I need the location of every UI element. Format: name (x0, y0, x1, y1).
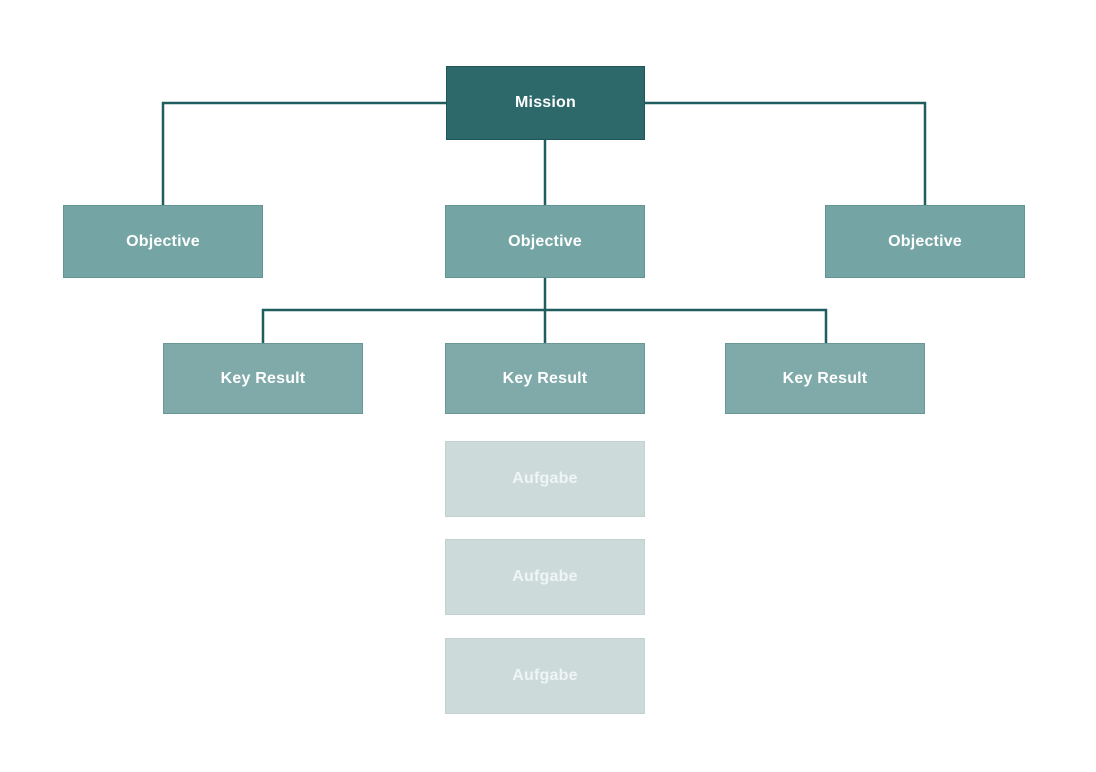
objective-node-center: Objective (445, 205, 645, 278)
mission-label: Mission (515, 94, 576, 111)
key-result-label: Key Result (220, 369, 306, 387)
mission-node: Mission (446, 66, 645, 140)
key-result-node-left: Key Result (163, 343, 363, 414)
connector-keyresult-bus (261, 308, 828, 344)
task-label: Aufgabe (512, 667, 578, 684)
objective-label: Objective (126, 232, 200, 250)
connector-mission-objective-right (645, 101, 927, 206)
objective-node-right: Objective (825, 205, 1025, 278)
key-result-label: Key Result (782, 369, 868, 387)
key-result-node-center: Key Result (445, 343, 645, 414)
objective-label: Objective (508, 232, 582, 250)
task-node-1: Aufgabe (445, 441, 645, 517)
key-result-node-right: Key Result (725, 343, 925, 414)
task-label: Aufgabe (512, 470, 578, 487)
key-result-label: Key Result (502, 369, 588, 387)
connector-mission-objective-left (161, 101, 446, 206)
objective-node-left: Objective (63, 205, 263, 278)
task-node-2: Aufgabe (445, 539, 645, 615)
task-node-3: Aufgabe (445, 638, 645, 714)
objective-label: Objective (888, 232, 962, 250)
task-label: Aufgabe (512, 568, 578, 585)
